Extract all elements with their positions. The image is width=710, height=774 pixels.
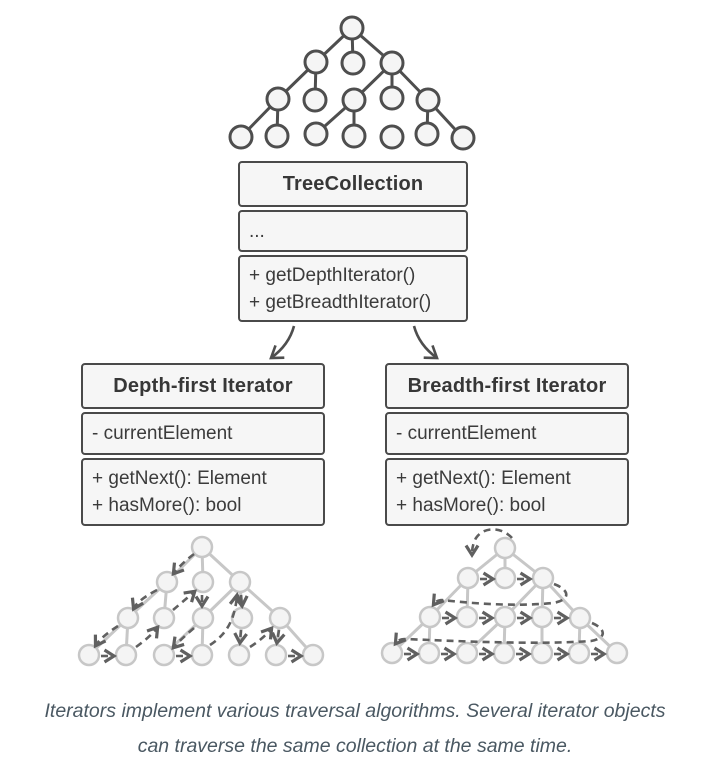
tree-node xyxy=(455,605,479,629)
traversal-arrow xyxy=(93,624,119,649)
class-methods: + getDepthIterator() + getBreadthIterato… xyxy=(238,255,468,322)
tree-node xyxy=(152,606,176,630)
class-method-line: + hasMore(): bool xyxy=(396,495,546,516)
tree-node xyxy=(190,643,214,667)
tree-node xyxy=(567,641,591,665)
tree-node xyxy=(155,570,179,594)
tree-node xyxy=(455,641,479,665)
tree-node xyxy=(264,123,290,149)
tree-node xyxy=(380,641,404,665)
tree-node xyxy=(190,535,214,559)
tree-node xyxy=(265,86,291,112)
tree-node xyxy=(340,50,366,76)
inheritance-arrows xyxy=(269,325,439,360)
breadth-first-traversal-graphic xyxy=(380,528,629,665)
tree-node xyxy=(531,566,555,590)
tree-node xyxy=(341,123,367,149)
tree-node xyxy=(114,643,138,667)
class-method-line: + getBreadthIterator() xyxy=(249,291,432,313)
source-tree-graphic xyxy=(228,15,476,151)
traversal-arrow xyxy=(464,528,513,558)
tree-node xyxy=(417,641,441,665)
traversal-arrow xyxy=(431,582,568,608)
traversal-arrow xyxy=(271,629,286,646)
class-field-line: ... xyxy=(249,220,265,242)
tree-node xyxy=(228,124,254,150)
tree-node xyxy=(301,643,325,667)
tree-node xyxy=(379,124,405,150)
class-box-breadth-first-iterator: Breadth-first Iterator - currentElement … xyxy=(385,363,629,526)
tree-node xyxy=(264,643,288,667)
tree-node xyxy=(379,50,405,76)
traversal-arrow xyxy=(171,552,195,577)
class-method-line: + hasMore(): bool xyxy=(92,495,242,516)
class-fields: - currentElement xyxy=(81,412,325,455)
tree-node xyxy=(492,641,516,665)
tree-node xyxy=(450,125,476,151)
traversal-arrow xyxy=(393,621,605,647)
class-methods: + getNext(): Element + hasMore(): bool xyxy=(385,458,629,526)
traversal-arrow xyxy=(249,625,274,649)
tree-node xyxy=(77,643,101,667)
class-title: TreeCollection xyxy=(238,161,468,207)
arrow-to-breadth-iterator xyxy=(412,325,439,360)
arrow-to-depth-iterator xyxy=(269,325,296,360)
tree-node xyxy=(456,566,480,590)
traversal-arrow xyxy=(171,627,195,651)
tree-node xyxy=(530,641,554,665)
tree-node xyxy=(191,606,215,630)
tree-node xyxy=(605,641,629,665)
class-field-line: - currentElement xyxy=(92,423,233,444)
tree-node xyxy=(152,643,176,667)
traversal-arrow xyxy=(172,589,198,611)
depth-first-traversal-graphic xyxy=(77,535,325,667)
class-box-depth-first-iterator: Depth-first Iterator - currentElement + … xyxy=(81,363,325,526)
class-fields: - currentElement xyxy=(385,412,629,455)
tree-node xyxy=(493,536,517,560)
traversal-arrow xyxy=(130,588,158,612)
class-methods: + getNext(): Element + hasMore(): bool xyxy=(81,458,325,526)
tree-node xyxy=(530,605,554,629)
tree-node xyxy=(493,566,517,590)
class-field-line: - currentElement xyxy=(396,423,537,444)
tree-node xyxy=(418,605,442,629)
tree-node xyxy=(227,643,251,667)
tree-node xyxy=(191,570,215,594)
tree-node xyxy=(228,570,252,594)
tree-node xyxy=(414,121,440,147)
tree-node xyxy=(116,606,140,630)
class-method-line: + getNext(): Element xyxy=(396,468,571,489)
tree-node xyxy=(230,606,254,630)
figure-caption: Iterators implement various traversal al… xyxy=(44,700,666,757)
tree-node xyxy=(341,87,367,113)
tree-node xyxy=(303,121,329,147)
traversal-arrow xyxy=(233,594,249,609)
tree-node xyxy=(268,606,292,630)
tree-node xyxy=(339,15,365,41)
tree-node xyxy=(302,87,328,113)
tree-node xyxy=(568,606,592,630)
tree-node xyxy=(379,85,405,111)
traversal-arrow xyxy=(135,624,160,649)
tree-node xyxy=(415,87,441,113)
traversal-arrow xyxy=(233,629,248,646)
class-title: Breadth-first Iterator xyxy=(385,363,629,409)
class-title: Depth-first Iterator xyxy=(81,363,325,409)
class-fields: ... xyxy=(238,210,468,252)
class-method-line: + getDepthIterator() xyxy=(249,264,416,286)
class-method-line: + getNext(): Element xyxy=(92,468,267,489)
tree-node xyxy=(303,49,329,75)
tree-node xyxy=(493,605,517,629)
class-box-tree-collection: TreeCollection ... + getDepthIterator() … xyxy=(238,161,468,322)
